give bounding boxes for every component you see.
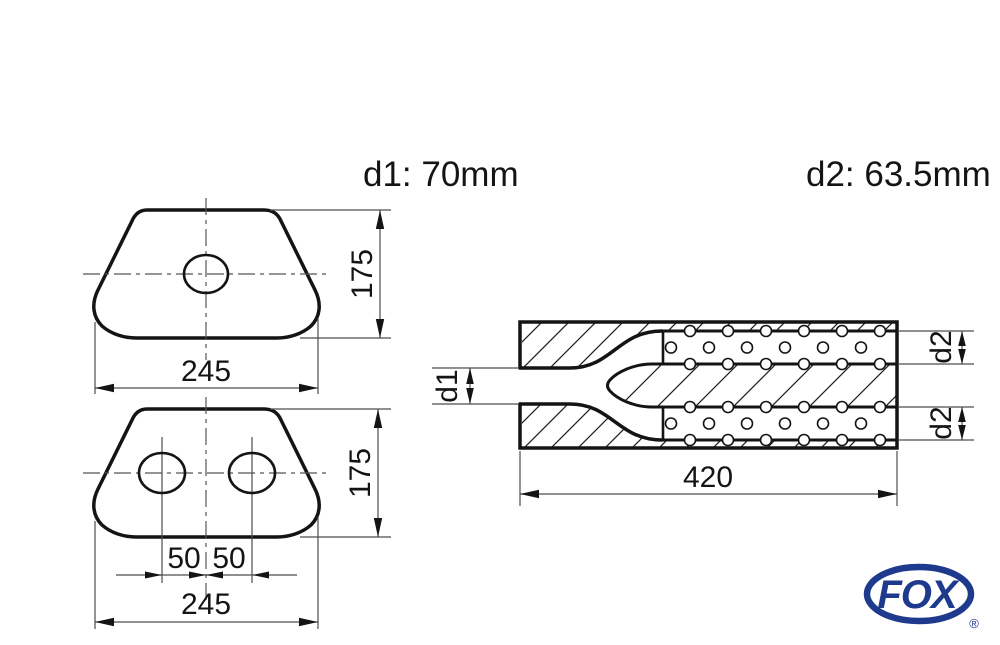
shell-hatch-lower [522,404,896,447]
shell-hatch-upper [522,323,896,368]
perforation-hole [778,341,792,354]
end-plate-view-dual-outlet: 50 50 245 175 [83,397,391,629]
dim-label-outlet-top: d2 [925,330,958,363]
perforation-hole [873,324,887,338]
outlet-hole-right [227,451,277,495]
perforation-hole [740,417,754,430]
dim-label-inlet: d1 [431,369,464,402]
perforation-hole [702,417,716,430]
perforation-hole [873,357,887,371]
dimension-outlet-d2-top: d2 [899,330,974,365]
dim-label-width: 245 [181,355,231,388]
perforation-hole [835,357,849,371]
end-plate-outline [92,208,321,340]
perforation-hole [721,433,735,447]
perforation-hole [759,400,773,414]
perforation-hole [797,433,811,447]
dim-label-height: 175 [346,249,379,299]
perforation-hole [816,417,830,430]
inlet-spec-label: d1: 70mm [363,155,519,194]
perforation-hole [835,324,849,338]
perforation-hole [778,417,792,430]
dim-label-offset-right: 50 [212,542,245,575]
inlet-hole [182,253,230,295]
dimension-offsets-50-50: 50 50 [116,542,297,579]
dim-label-outlet-bottom: d2 [925,406,958,439]
perforation-hole [797,357,811,371]
perforation-hole [816,341,830,354]
perforation-hole [683,433,697,447]
perforation-hole [664,341,678,354]
dim-label-height: 175 [344,448,377,498]
end-plate-outline [92,407,321,539]
fox-logo-text: FOX [877,573,960,617]
perforation-hole [797,324,811,338]
outlet-hole-left [137,451,187,495]
perforation-hole [759,433,773,447]
perforation-hole [873,433,887,447]
perforation-hole [664,417,678,430]
perforation-hole [759,357,773,371]
dimension-width-245: 245 [94,517,319,629]
perforation-hole [721,357,735,371]
dimension-inlet-d1: d1 [431,367,519,405]
dimension-length-420: 420 [519,451,898,506]
dim-label-width: 245 [181,588,231,621]
perforation-hole [702,341,716,354]
perforation-hole [854,417,868,430]
perforation-hole [835,400,849,414]
perforation-hole [797,400,811,414]
dimension-outlet-d2-bottom: d2 [899,406,974,441]
perforation-hole [835,433,849,447]
divider-outline [606,362,897,409]
perforations [664,324,887,447]
perforation-hole [721,400,735,414]
perforation-hole [759,324,773,338]
fox-logo: FOX ® [863,563,979,631]
perforation-hole [683,400,697,414]
perforation-hole [854,341,868,354]
dimension-height-175: 175 [270,209,391,339]
inlet-branch-lower-wall [518,402,664,442]
divider-hatch [607,364,896,407]
body-cross-section-view: d1 d2 d2 420 [431,320,974,506]
dimension-width-245: 245 [94,318,319,394]
end-plate-view-single-outlet: 245 175 [83,198,391,394]
dim-label-offset-left: 50 [167,542,200,575]
inlet-branch-upper-wall [518,329,664,370]
perforation-hole [721,324,735,338]
perforation-hole [873,400,887,414]
dim-label-length: 420 [683,461,733,494]
fox-logo-ellipse [863,563,975,625]
outlet-spec-label: d2: 63.5mm [806,155,991,194]
dimension-height-175: 175 [270,408,391,538]
shell-outline [518,320,899,450]
perforation-hole [740,341,754,354]
perforation-hole [683,324,697,338]
perforation-hole [683,357,697,371]
fox-logo-registered-mark: ® [969,616,979,631]
